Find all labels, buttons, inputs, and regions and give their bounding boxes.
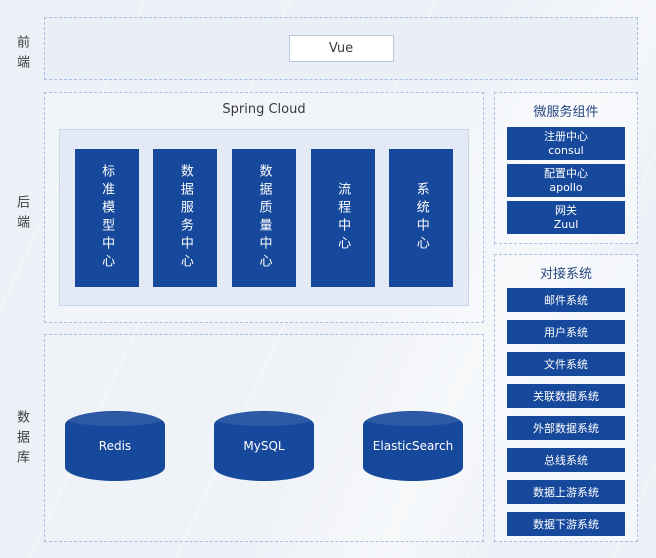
center-node-label: 数据服务中心 — [177, 163, 193, 272]
frontend-section: Vue — [44, 17, 638, 80]
microservices-list: 注册中心 consul 配置中心 apollo 网关 Zuul — [495, 120, 637, 234]
microservice-node-sub: apollo — [549, 180, 583, 194]
microservice-node: 配置中心 apollo — [507, 164, 625, 197]
center-node: 数据质量中心 — [231, 148, 296, 287]
row-label-backend: 后端 — [14, 195, 29, 235]
node-elasticsearch-label: ElasticSearch — [372, 439, 454, 453]
microservice-node: 网关 Zuul — [507, 201, 625, 234]
center-node-label: 流程中心 — [335, 181, 351, 254]
connected-systems-section: 对接系统 邮件系统 用户系统 文件系统 关联数据系统 外部数据系统 总线系统 数… — [494, 254, 638, 542]
system-node: 邮件系统 — [507, 288, 625, 312]
microservice-node-name: 配置中心 — [544, 166, 588, 180]
node-elasticsearch: ElasticSearch — [363, 411, 463, 481]
system-node: 文件系统 — [507, 352, 625, 376]
centers-panel: 标准模型中心 数据服务中心 数据质量中心 流程中心 系统中心 — [59, 129, 469, 306]
node-redis-label: Redis — [98, 439, 132, 453]
center-node-label: 数据质量中心 — [256, 163, 272, 272]
system-node: 数据下游系统 — [507, 512, 625, 536]
center-node-label: 标准模型中心 — [99, 163, 115, 272]
node-mysql-label: MySQL — [243, 439, 285, 453]
row-label-frontend: 前端 — [14, 35, 29, 75]
spring-cloud-title: Spring Cloud — [222, 102, 306, 117]
database-section: Redis MySQL ElasticSearch — [44, 334, 484, 542]
microservice-node-sub: Zuul — [553, 217, 579, 231]
spring-cloud-section: Spring Cloud 标准模型中心 数据服务中心 数据质量中心 流程中心 系… — [44, 92, 484, 323]
node-vue: Vue — [288, 35, 394, 62]
connected-systems-list: 邮件系统 用户系统 文件系统 关联数据系统 外部数据系统 总线系统 数据上游系统… — [495, 282, 637, 536]
microservice-node-name: 网关 — [555, 203, 577, 217]
node-vue-label: Vue — [328, 41, 354, 56]
microservices-section: 微服务组件 注册中心 consul 配置中心 apollo 网关 Zuul — [494, 92, 638, 244]
database-nodes: Redis MySQL ElasticSearch — [65, 411, 463, 481]
row-label-database: 数据库 — [14, 410, 29, 470]
center-node: 流程中心 — [310, 148, 375, 287]
node-mysql: MySQL — [214, 411, 314, 481]
system-node: 总线系统 — [507, 448, 625, 472]
system-node: 外部数据系统 — [507, 416, 625, 440]
system-node: 用户系统 — [507, 320, 625, 344]
microservices-title: 微服务组件 — [533, 105, 599, 120]
center-node-label: 系统中心 — [413, 181, 429, 254]
system-node: 数据上游系统 — [507, 480, 625, 504]
system-node: 关联数据系统 — [507, 384, 625, 408]
node-redis: Redis — [65, 411, 165, 481]
center-node: 系统中心 — [389, 148, 454, 287]
center-node: 数据服务中心 — [153, 148, 218, 287]
connected-systems-title: 对接系统 — [539, 267, 592, 282]
microservice-node: 注册中心 consul — [507, 127, 625, 160]
center-node: 标准模型中心 — [74, 148, 139, 287]
microservice-node-sub: consul — [548, 143, 584, 157]
microservice-node-name: 注册中心 — [544, 129, 588, 143]
